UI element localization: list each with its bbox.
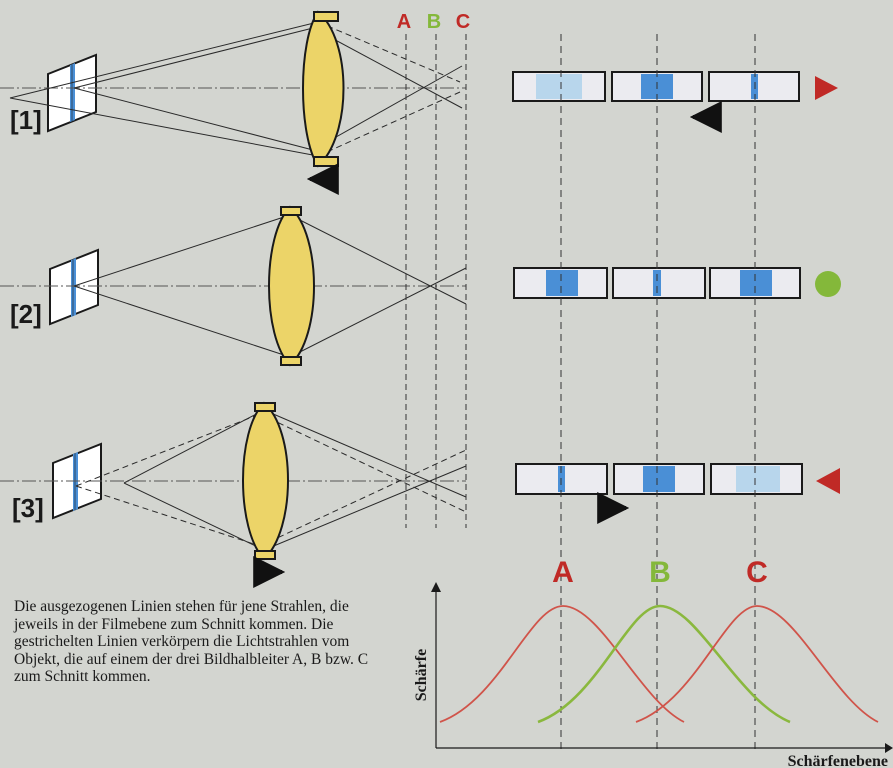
triangle-right-icon (815, 76, 838, 100)
sensor-strip-c (709, 267, 801, 299)
lens (302, 10, 345, 168)
film-plane (47, 53, 97, 133)
plane-label-a: A (397, 11, 411, 33)
setup-label: [1] (10, 105, 42, 135)
triangle-left-icon (816, 468, 840, 494)
light-rays (0, 214, 467, 358)
sensor-alignment-lines (560, 34, 756, 752)
sharpness-graph: A B C Schärfe Schärfenebene (413, 556, 893, 768)
caption-text: Die ausgezogenen Linien stehen für jene … (14, 598, 369, 686)
setup-3: [3] (0, 401, 840, 588)
y-axis-label: Schärfe (413, 649, 430, 701)
film-plane (49, 248, 99, 326)
setup-2: [2] (0, 205, 841, 367)
setup-label: [2] (10, 299, 42, 329)
curve-c (635, 605, 879, 723)
dot-icon (815, 271, 841, 297)
sensor-strip-c (710, 463, 803, 495)
lens (242, 401, 289, 561)
peak-label-b: B (649, 556, 671, 589)
plane-label-c: C (456, 11, 470, 33)
y-axis-arrow-icon (431, 582, 441, 592)
sensor-strip-a (513, 267, 608, 299)
sensor-strip-a (512, 71, 606, 102)
curve-a (439, 605, 685, 723)
peak-label-c: C (746, 556, 768, 589)
sensor-strip-b (612, 267, 706, 299)
peak-label-a: A (552, 556, 574, 589)
sensor-strip-b (613, 463, 705, 495)
x-axis-arrow-icon (885, 743, 893, 753)
light-rays (0, 409, 467, 551)
curve-b (537, 604, 791, 724)
setup-label: [3] (12, 493, 44, 523)
setup-1: [1] (0, 10, 838, 195)
x-axis-label: Schärfenebene (788, 753, 888, 768)
light-rays (0, 21, 466, 157)
lens (268, 205, 315, 367)
focus-planes: A B C (397, 11, 470, 528)
plane-label-b: B (427, 11, 441, 33)
sensor-strip-c (708, 71, 800, 102)
